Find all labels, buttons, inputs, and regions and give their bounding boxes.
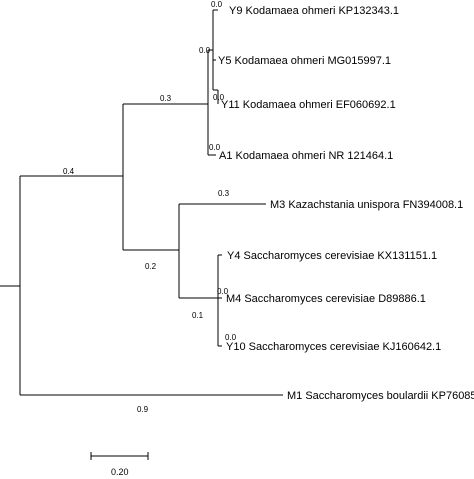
branch-label-y5-node: 0.0 xyxy=(199,46,211,55)
taxon-y11: Y11 Kodamaea ohmeri EF060692.1 xyxy=(221,99,396,111)
taxon-m1: M1 Saccharomyces boulardii KP760850.1 xyxy=(287,390,474,402)
branch-label-m1: 0.9 xyxy=(137,405,149,414)
taxon-m4: M4 Saccharomyces cerevisiae D89886.1 xyxy=(226,293,426,305)
branch-label-a1: 0.0 xyxy=(209,143,221,152)
branch-label-saccharomyces-clade: 0.1 xyxy=(192,311,204,320)
branch-label-y11: 0.0 xyxy=(213,93,225,102)
taxon-y4: Y4 Saccharomyces cerevisiae KX131151.1 xyxy=(227,250,437,262)
taxon-a1: A1 Kodamaea ohmeri NR 121464.1 xyxy=(219,150,393,162)
branch-label-lower-clade: 0.2 xyxy=(145,262,157,271)
scale-bar-label: 0.20 xyxy=(111,467,129,477)
branch-label-y10: 0.0 xyxy=(225,333,237,342)
taxon-y10: Y10 Saccharomyces cerevisiae KJ160642.1 xyxy=(226,341,441,353)
branch-label-m3: 0.3 xyxy=(218,189,230,198)
taxon-y9: Y9 Kodamaea ohmeri KP132343.1 xyxy=(229,5,399,17)
taxon-y5: Y5 Kodamaea ohmeri MG015997.1 xyxy=(218,55,391,67)
branch-label-m4: 0.0 xyxy=(217,287,229,296)
scale-bar: 0.20 xyxy=(90,452,149,477)
taxon-m3: M3 Kazachstania unispora FN394008.1 xyxy=(270,199,463,211)
branch-label-kodamaea-clade: 0.3 xyxy=(160,94,172,103)
branch-label-y9: 0.0 xyxy=(211,0,223,9)
branch-label-root-upper: 0.4 xyxy=(63,167,75,176)
